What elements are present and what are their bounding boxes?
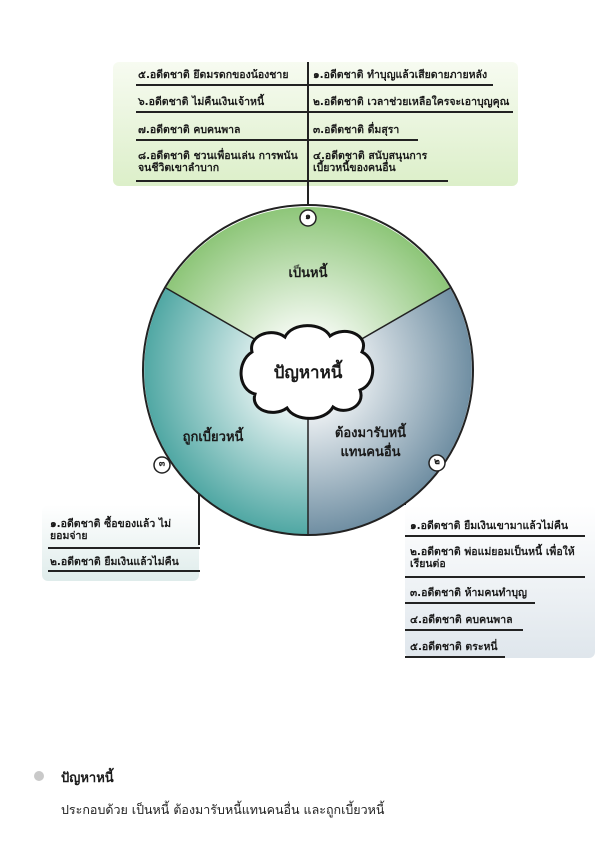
top-right-item-4: ๔.อดีตชาติ สนับสนุนการ เบี้ยวหนี้ของคนอื…: [313, 150, 428, 174]
badge-circle-1: [299, 209, 317, 227]
top-left-item-5: ๕.อดีตชาติ ยึดมรดกของน้องชาย: [138, 69, 289, 81]
badge-circle-2: [428, 454, 446, 472]
segment-label-cheated-debt: ถูกเบี้ยวหนี้: [182, 430, 244, 445]
legend-description: ประกอบด้วย เป็นหนี้ ต้องมารับหนี้แทนคนอื…: [61, 802, 385, 817]
right-item-4: ๔.อดีตชาติ คบคนพาล: [410, 614, 513, 626]
badge-number-3: ๓: [158, 459, 166, 469]
badge-circle-3: [153, 456, 171, 474]
legend-title: ปัญหาหนี้: [61, 771, 114, 786]
top-branch-panel: [113, 62, 518, 186]
left-item-1: ๑.อดีตชาติ ซื้อของแล้ว ไม่ยอมจ่าย: [50, 518, 172, 542]
segment-label-take-others-debt-line2: แทนคนอื่น: [340, 445, 401, 460]
right-item-3: ๓.อดีตชาติ ห้ามคนทำบุญ: [410, 587, 527, 599]
right-branch-panel: [405, 505, 595, 658]
legend-bullet: [34, 771, 44, 781]
top-left-item-7: ๗.อดีตชาติ คบคนพาล: [138, 124, 241, 136]
segment-be-in-debt: [166, 207, 450, 370]
top-right-item-2: ๒.อดีตชาติ เวลาช่วยเหลือใครจะเอาบุญคุณ: [313, 96, 510, 108]
segment-label-take-others-debt-line1: ต้องมารับหนี้: [334, 426, 407, 441]
badge-number-1: ๑: [305, 212, 311, 222]
center-label: ปัญหาหนี้: [273, 363, 343, 383]
right-item-5: ๕.อดีตชาติ ตระหนี่: [410, 641, 498, 653]
left-item-2: ๒.อดีตชาติ ยืมเงินแล้วไม่คืน: [50, 556, 179, 568]
top-right-item-1: ๑.อดีตชาติ ทำบุญแล้วเสียดายภายหลัง: [313, 69, 488, 81]
right-item-2: ๒.อดีตชาติ พ่อแม่ยอมเป็นหนี้ เพื่อให้เรี…: [410, 546, 575, 570]
segment-label-be-in-debt: เป็นหนี้: [288, 266, 328, 281]
center-cloud: [239, 324, 375, 420]
top-left-item-6: ๖.อดีตชาติ ไม่คืนเงินเจ้าหนี้: [138, 96, 265, 108]
left-branch-panel: [42, 505, 199, 581]
top-right-item-3: ๓.อดีตชาติ ดื่มสุรา: [313, 124, 400, 136]
badge-number-2: ๒: [434, 457, 440, 467]
right-item-1: ๑.อดีตชาติ ยืมเงินเขามาแล้วไม่คืน: [410, 520, 569, 532]
top-left-item-8: ๘.อดีตชาติ ชวนเพื่อนเล่น การพนันจนชีวิตเ…: [138, 150, 298, 174]
